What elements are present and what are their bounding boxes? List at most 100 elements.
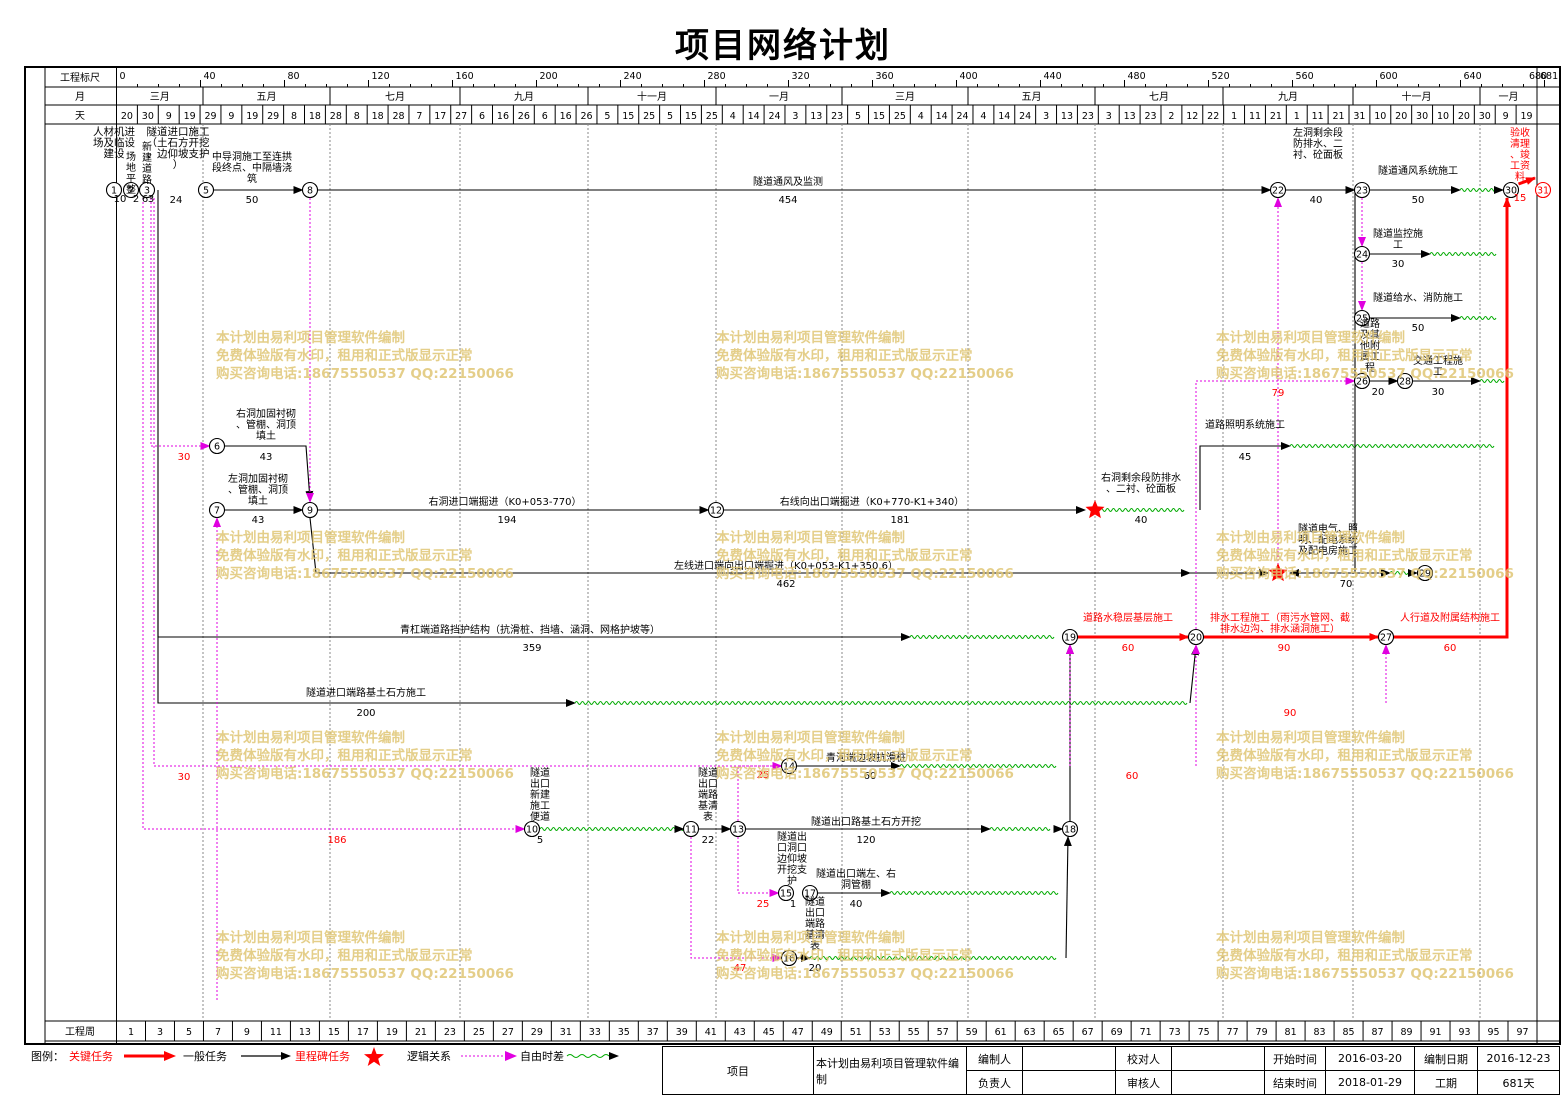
header-row-label: 天 (75, 111, 85, 122)
footer-info-table: 项目 本计划由易利项目管理软件编制 编制人 校对人 开始时间 2016-03-2… (662, 1046, 1560, 1095)
scale-tick-label: 160 (456, 71, 474, 82)
node-label: 1 (111, 186, 117, 197)
activity-label: 建 (142, 151, 152, 164)
activity-label: 道 (142, 162, 152, 175)
week-label: 51 (850, 1027, 862, 1038)
footer-start-value: 2016-03-20 (1325, 1046, 1415, 1071)
activity-duration: 194 (497, 515, 516, 526)
week-label: 53 (879, 1027, 891, 1038)
footer-duration-label: 工期 (1414, 1070, 1478, 1095)
footer-date-value: 2016-12-23 (1477, 1046, 1560, 1071)
header-row-label: 工程标尺 (60, 72, 100, 84)
activity-label: 右洞剩余段防排水 (1101, 471, 1181, 484)
activity-label: 端路 (805, 917, 825, 930)
activity-label: 整 (126, 183, 136, 196)
month-label: 五月 (257, 91, 277, 103)
day-label: 9 (166, 111, 172, 122)
week-label: 23 (444, 1027, 456, 1038)
week-label: 31 (560, 1027, 572, 1038)
week-label: 55 (908, 1027, 920, 1038)
week-label: 47 (792, 1027, 804, 1038)
activity-label: 开挖支 (777, 863, 807, 876)
activity-label: 排水边沟、排水涵洞施工） (1220, 622, 1340, 635)
activity-label: 隧道进口施工 (147, 125, 210, 138)
day-label: 1 (1231, 111, 1237, 122)
logic-arrow (737, 821, 780, 897)
week-label: 11 (270, 1027, 282, 1038)
day-label: 19 (1521, 111, 1533, 122)
week-label: 71 (1140, 1027, 1152, 1038)
day-label: 6 (479, 111, 485, 122)
legend-milestone-star-icon (364, 1047, 384, 1066)
activity-duration: 22 (702, 835, 715, 846)
logic-arrow (1195, 377, 1356, 629)
activity-label: 场及临设 (93, 136, 135, 149)
day-label: 24 (956, 111, 968, 122)
footer-reviewer-label: 校对人 (1115, 1046, 1172, 1071)
activity-label: 验收 (1510, 126, 1530, 139)
activity-label: （土石方开挖 (147, 136, 210, 149)
day-label: 20 (121, 111, 133, 122)
activity-duration: 30 (1432, 387, 1445, 398)
activity-label: 填土 (256, 429, 276, 442)
legend-critical-arrow-icon (124, 1051, 176, 1061)
activity-duration: 90 (1278, 643, 1291, 654)
node-circle (1187, 628, 1205, 646)
node-circle (1269, 181, 1287, 199)
week-label: 77 (1227, 1027, 1239, 1038)
day-label: 23 (1082, 111, 1094, 122)
day-label: 25 (894, 111, 906, 122)
week-label: 15 (328, 1027, 340, 1038)
day-label: 3 (1106, 111, 1112, 122)
week-label: 65 (1053, 1027, 1065, 1038)
node-circle (208, 437, 226, 455)
node-label: 28 (1399, 377, 1411, 388)
node-circle (1377, 628, 1395, 646)
activity-label: 左线进口端向出口端掘进（K0+053-K1+350.6） (674, 559, 898, 572)
activity-label: 人行道及附属结构施工 (1400, 611, 1500, 624)
week-label: 17 (357, 1027, 369, 1038)
free-float-label: 30 (178, 772, 191, 783)
scale-tick-label: 80 (288, 71, 300, 82)
activity-label: 端路 (698, 788, 718, 801)
week-label: 59 (966, 1027, 978, 1038)
day-label: 31 (1353, 111, 1365, 122)
day-label: 29 (204, 111, 216, 122)
footer-approver-label: 审核人 (1115, 1070, 1172, 1095)
legend-title: 图例： (31, 1050, 64, 1063)
node-circle (1353, 245, 1371, 263)
node-circle (707, 501, 725, 519)
week-label: 25 (473, 1027, 485, 1038)
activity-duration: 50 (1412, 195, 1425, 206)
node-label: 9 (307, 506, 313, 517)
day-label: 5 (855, 111, 861, 122)
free-float-wave (809, 956, 1057, 960)
activity-label: 、管棚、洞顶 (228, 483, 288, 496)
week-label: 95 (1487, 1027, 1499, 1038)
logic-arrow (153, 198, 783, 770)
activity-label: 隧道电气、照 (1298, 522, 1358, 535)
activity-label: 道路照明系统施工 (1205, 418, 1285, 431)
scale-tick-label: 560 (1296, 71, 1314, 82)
month-label: 七月 (385, 91, 405, 103)
free-float-wave (1479, 379, 1505, 383)
activity-label: 、竣 (1510, 148, 1530, 161)
node-label: 10 (526, 825, 538, 836)
week-label: 93 (1458, 1027, 1470, 1038)
node-label: 27 (1380, 633, 1392, 644)
activity-duration: 359 (522, 643, 541, 654)
footer-editor-value (1022, 1046, 1116, 1071)
day-label: 16 (560, 111, 572, 122)
node-circle (729, 820, 747, 838)
activity-duration: 43 (252, 515, 265, 526)
day-label: 3 (792, 111, 798, 122)
scale-tick-label: 0 (120, 71, 126, 82)
activity-label: 隧道通风及监测 (753, 175, 823, 188)
activity-label: 程 (1365, 362, 1375, 374)
node-circle (1502, 181, 1520, 199)
activity-label: 筑 (247, 172, 257, 185)
month-label: 一月 (1499, 91, 1519, 103)
header-row-label: 月 (75, 91, 85, 103)
activity-duration: 454 (778, 195, 797, 206)
day-label: 2 (1168, 111, 1174, 122)
